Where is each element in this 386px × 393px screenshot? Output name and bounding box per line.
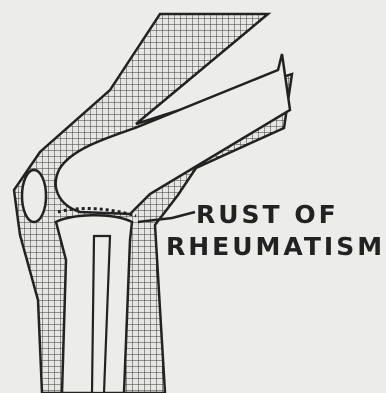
patella <box>22 170 46 222</box>
annotation-label-line1: RUST OF <box>196 200 339 229</box>
annotation-label-line2: RHEUMATISM <box>166 232 385 261</box>
